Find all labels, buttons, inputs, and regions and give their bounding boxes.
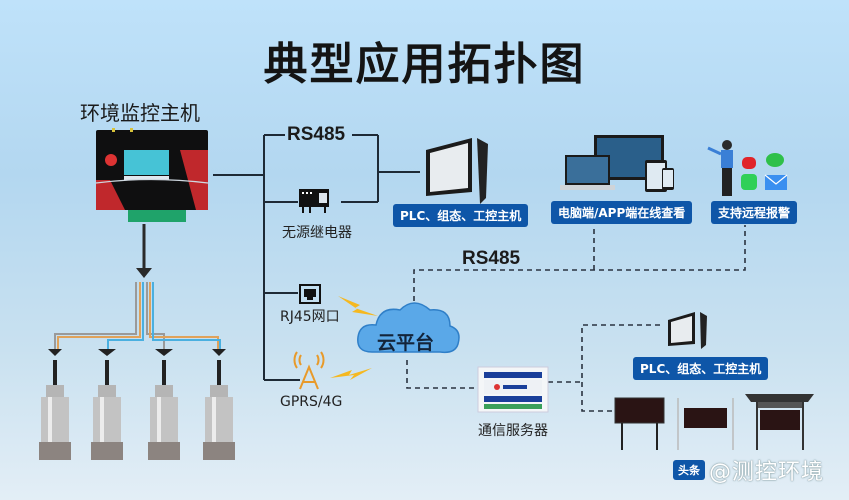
main-unit-label: 环境监控主机	[80, 101, 200, 125]
wechat-icon	[766, 153, 784, 167]
arrow-down-icon	[136, 268, 152, 278]
message-icon	[741, 174, 757, 190]
plc-badge-top: PLC、组态、工控主机	[393, 204, 529, 227]
plc-monitor-top	[426, 138, 488, 204]
led-display-frame	[677, 398, 734, 450]
pc-app-badge: 电脑端/APP端在线查看	[551, 201, 693, 224]
gprs-tower-icon	[293, 351, 325, 390]
dashed-rs485	[413, 225, 746, 310]
comm-server-device	[477, 366, 549, 413]
dashed-cloud-server	[406, 360, 476, 389]
watermark-badge: 头条	[673, 460, 705, 480]
relay-label: 无源继电器	[282, 225, 352, 241]
plc-monitor-bottom	[668, 312, 707, 349]
siren-icon	[742, 157, 756, 169]
comm-server-label: 通信服务器	[478, 423, 548, 439]
alarm-badge: 支持远程报警	[711, 201, 798, 224]
alarm-illustration	[707, 140, 788, 196]
gprs-label: GPRS/4G	[280, 394, 343, 410]
sensor-2	[91, 349, 123, 460]
sensor-1	[39, 349, 71, 460]
rj45-label: RJ45网口	[280, 309, 340, 325]
cloud-icon	[357, 302, 460, 354]
cloud-platform-label: 云平台	[377, 332, 435, 354]
pressure-sensors	[39, 349, 235, 460]
led-display-pavilion	[745, 394, 814, 450]
sensor-4	[203, 349, 235, 460]
pc-app-devices	[560, 135, 674, 192]
rs485-label-cloud: RS485	[462, 248, 521, 269]
lightning-icon-rj45	[338, 296, 378, 316]
sensor-3	[148, 349, 180, 460]
dashed-server-displays	[581, 324, 660, 412]
sensor-cables	[54, 282, 221, 349]
watermark-text: @测控环境	[709, 460, 825, 485]
main-unit-device	[95, 128, 209, 222]
lightning-icon-gprs	[330, 368, 372, 380]
watermark: 头条 @测控环境	[673, 454, 824, 486]
led-display-standing	[614, 397, 665, 450]
rs485-label-top: RS485	[287, 124, 346, 145]
page-title: 典型应用拓扑图	[263, 39, 586, 90]
led-displays	[614, 394, 814, 450]
relay-icon	[299, 189, 329, 213]
rj45-icon	[299, 284, 321, 304]
plc-badge-bottom: PLC、组态、工控主机	[633, 357, 769, 380]
